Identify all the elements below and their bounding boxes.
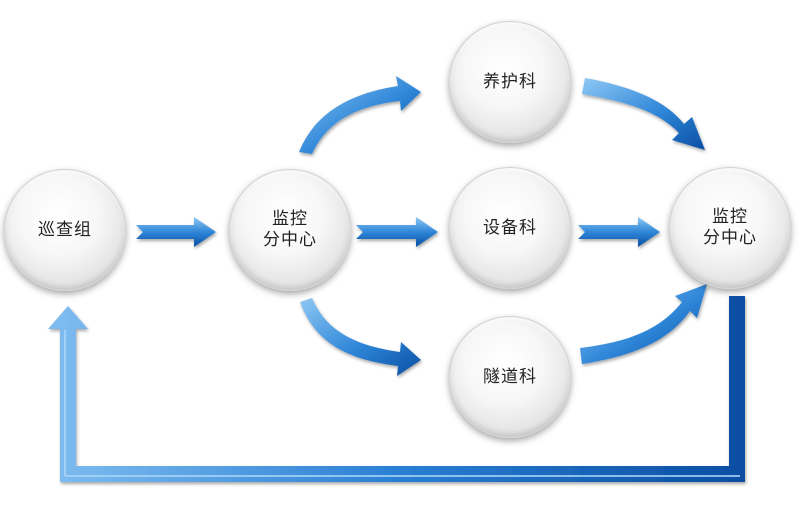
arrow-monitor-to-tunnel bbox=[300, 298, 421, 376]
node-monitor-left-line2: 分中心 bbox=[263, 230, 317, 250]
node-monitor-right-line2: 分中心 bbox=[703, 228, 757, 248]
arrow-maint-to-monitor bbox=[582, 78, 705, 150]
node-equip-label: 设备科 bbox=[483, 217, 537, 238]
arrow-return-monitor-to-patrol bbox=[48, 296, 745, 482]
arrow-monitor-to-equip bbox=[356, 217, 438, 247]
arrow-patrol-to-monitor bbox=[136, 217, 216, 247]
node-patrol-group[interactable]: 巡查组 bbox=[4, 169, 126, 291]
node-tunnel-label: 隧道科 bbox=[483, 366, 537, 387]
node-monitor-center-right[interactable]: 监控 分中心 bbox=[669, 167, 791, 289]
arrow-monitor-to-maint bbox=[299, 76, 421, 154]
node-monitor-left-line1: 监控 bbox=[272, 209, 308, 229]
node-monitor-right-line1: 监控 bbox=[712, 207, 748, 227]
node-tunnel-dept[interactable]: 隧道科 bbox=[449, 316, 571, 438]
node-monitor-center-left[interactable]: 监控 分中心 bbox=[229, 169, 351, 291]
node-patrol-label: 巡查组 bbox=[38, 219, 92, 240]
node-equipment-dept[interactable]: 设备科 bbox=[449, 167, 571, 289]
arrow-equip-to-monitor bbox=[578, 217, 660, 247]
node-maintenance-dept[interactable]: 养护科 bbox=[449, 21, 571, 143]
arrow-tunnel-to-monitor bbox=[580, 284, 707, 364]
node-maint-label: 养护科 bbox=[483, 71, 537, 92]
